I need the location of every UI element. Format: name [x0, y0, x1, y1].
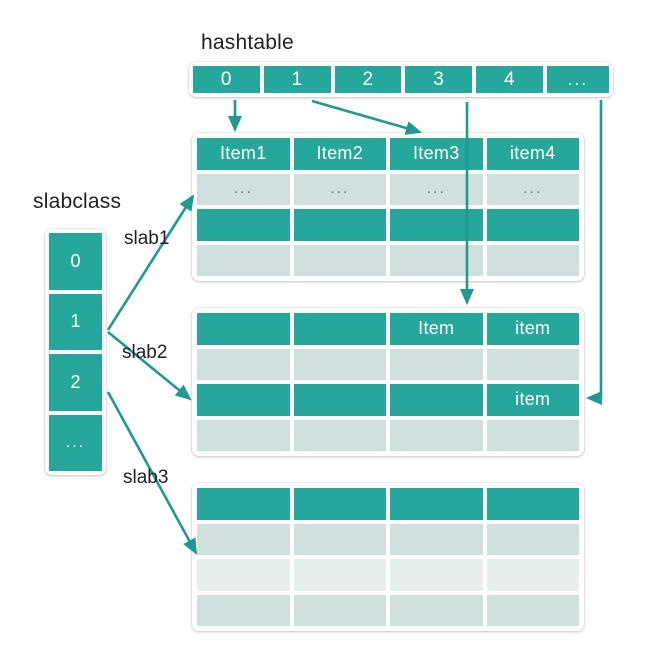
- slab2-r1-c3[interactable]: [486, 348, 579, 380]
- slab3-r2-c1[interactable]: [293, 559, 386, 591]
- slab1-r2-c3[interactable]: [486, 209, 579, 241]
- hashtable-cell-0[interactable]: 0: [193, 66, 260, 93]
- table-row: [197, 419, 579, 451]
- slabclass-cell-0[interactable]: 0: [49, 233, 102, 290]
- slab1-r3-c0[interactable]: [197, 244, 290, 276]
- slab3-r0-c2[interactable]: [390, 488, 483, 520]
- slab3-r1-c3[interactable]: [486, 523, 579, 555]
- slab2-r3-c1[interactable]: [293, 419, 386, 451]
- hashtable: 0 1 2 3 4 ...: [189, 62, 613, 97]
- slab3-table: [192, 483, 584, 631]
- slab3-r2-c3[interactable]: [486, 559, 579, 591]
- slab3-r3-c2[interactable]: [390, 594, 483, 626]
- slab3-r1-c0[interactable]: [197, 523, 290, 555]
- slab1-r3-c1[interactable]: [293, 244, 386, 276]
- ellipsis-glyph: ...: [426, 180, 446, 198]
- slab3-r3-c0[interactable]: [197, 594, 290, 626]
- slab3-r1-c2[interactable]: [390, 523, 483, 555]
- slabclass-column: 0 1 2 ...: [45, 229, 106, 475]
- table-row: [197, 523, 579, 555]
- slabclass-cell-2[interactable]: 2: [49, 354, 102, 411]
- hashtable-title: hashtable: [201, 31, 294, 54]
- slab2-r0-c3[interactable]: item: [486, 313, 579, 345]
- slab1-label: slab1: [124, 228, 170, 249]
- slab2-r2-c0[interactable]: [197, 384, 290, 416]
- slab2-r2-c2[interactable]: [390, 384, 483, 416]
- slab2-r0-c1[interactable]: [293, 313, 386, 345]
- table-row: [197, 594, 579, 626]
- table-row: [197, 244, 579, 276]
- slab2-r3-c0[interactable]: [197, 419, 290, 451]
- slab3-r3-c1[interactable]: [293, 594, 386, 626]
- slab1-r3-c2[interactable]: [390, 244, 483, 276]
- slab2-r1-c2[interactable]: [390, 348, 483, 380]
- table-row: [197, 209, 579, 241]
- slab2-label: slab2: [122, 342, 168, 363]
- slab2-table: Item item item: [192, 308, 584, 456]
- ellipsis-glyph: ...: [233, 180, 253, 198]
- slabclass-cell-ellipsis[interactable]: ...: [49, 414, 102, 471]
- slab1-r1-c3[interactable]: ...: [486, 173, 579, 205]
- arrow-hashdots-to-slab2-item: [585, 100, 603, 406]
- ellipsis-glyph: ...: [523, 180, 543, 198]
- slab1-r0-c1[interactable]: Item2: [293, 138, 386, 170]
- slab3-r0-c1[interactable]: [293, 488, 386, 520]
- slab1-r2-c2[interactable]: [390, 209, 483, 241]
- table-row: Item1 Item2 Item3 item4: [197, 138, 579, 170]
- slab3-r0-c0[interactable]: [197, 488, 290, 520]
- arrow-slabclass1-to-slab1: [106, 194, 195, 331]
- hashtable-cell-4[interactable]: 4: [476, 66, 543, 93]
- slabclass-title: slabclass: [33, 190, 122, 213]
- slab3-r1-c1[interactable]: [293, 523, 386, 555]
- slab2-r3-c2[interactable]: [390, 419, 483, 451]
- slab3-label: slab3: [123, 467, 169, 488]
- slab3-r3-c3[interactable]: [486, 594, 579, 626]
- slab2-r0-c2[interactable]: Item: [390, 313, 483, 345]
- table-row: [197, 488, 579, 520]
- slab1-r1-c0[interactable]: ...: [197, 173, 290, 205]
- slabclass-cell-1[interactable]: 1: [49, 293, 102, 350]
- slab1-r2-c1[interactable]: [293, 209, 386, 241]
- slab1-r0-c3[interactable]: item4: [486, 138, 579, 170]
- hashtable-cell-2[interactable]: 2: [334, 66, 402, 93]
- slab2-r3-c3[interactable]: [486, 419, 579, 451]
- slab2-r2-c3[interactable]: item: [486, 384, 579, 416]
- table-row: Item item: [197, 313, 579, 345]
- slab1-r1-c2[interactable]: ...: [390, 173, 483, 205]
- slab1-r2-c0[interactable]: [197, 209, 290, 241]
- slab2-r2-c1[interactable]: [293, 384, 386, 416]
- arrow-hash1-to-item3: [311, 99, 422, 135]
- table-row: [197, 559, 579, 591]
- table-row: item: [197, 384, 579, 416]
- slab1-r0-c0[interactable]: Item1: [197, 138, 290, 170]
- table-row: [197, 348, 579, 380]
- table-row: ... ... ... ...: [197, 173, 579, 205]
- slab1-r1-c1[interactable]: ...: [293, 173, 386, 205]
- slab2-r1-c0[interactable]: [197, 348, 290, 380]
- slab1-r3-c3[interactable]: [486, 244, 579, 276]
- hashtable-cell-1[interactable]: 1: [263, 66, 331, 93]
- ellipsis-glyph: ...: [330, 180, 350, 198]
- slab3-r2-c0[interactable]: [197, 559, 290, 591]
- slab1-table: Item1 Item2 Item3 item4 ... ... ... ...: [192, 133, 584, 281]
- slab2-r0-c0[interactable]: [197, 313, 290, 345]
- slab2-r1-c1[interactable]: [293, 348, 386, 380]
- slab1-r0-c2[interactable]: Item3: [390, 138, 483, 170]
- slab3-r0-c3[interactable]: [486, 488, 579, 520]
- hashtable-cell-ellipsis[interactable]: ...: [546, 66, 609, 93]
- slab3-r2-c2[interactable]: [390, 559, 483, 591]
- hashtable-cell-3[interactable]: 3: [405, 66, 473, 93]
